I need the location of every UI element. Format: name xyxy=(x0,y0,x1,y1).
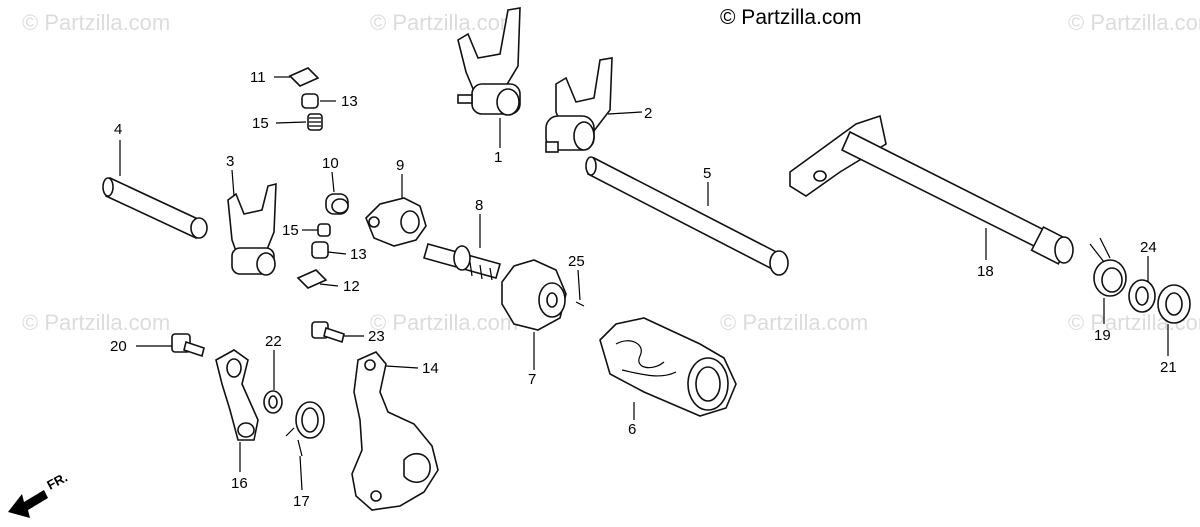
callout-19: 19 xyxy=(1094,327,1111,344)
part-2-shift-fork[interactable] xyxy=(545,57,613,153)
callout-21: 21 xyxy=(1160,359,1177,376)
part-7-shift-drum-cam[interactable] xyxy=(501,259,567,331)
callout-6: 6 xyxy=(628,421,636,438)
callout-13-lower: 13 xyxy=(350,246,367,263)
callout-10: 10 xyxy=(322,155,339,172)
part-9-drum-center[interactable] xyxy=(365,197,427,247)
part-18-gearshift-spindle[interactable] xyxy=(789,114,1074,265)
part-11-stopper-cap[interactable] xyxy=(288,67,320,87)
callout-20: 20 xyxy=(110,338,127,355)
watermark: © Partzilla.com xyxy=(22,310,170,335)
part-14-guide-plate[interactable] xyxy=(351,351,439,511)
callout-11: 11 xyxy=(250,69,266,86)
callout-13-upper: 13 xyxy=(341,93,358,110)
callout-4: 4 xyxy=(114,121,122,138)
part-25-pin[interactable] xyxy=(575,301,585,307)
callout-24: 24 xyxy=(1140,239,1157,256)
callout-7: 7 xyxy=(528,371,536,388)
callout-labels: 1 2 3 4 5 6 7 8 9 10 11 12 13 13 14 15 1… xyxy=(110,69,1177,510)
part-13-collar-lower[interactable] xyxy=(311,241,329,259)
callout-23: 23 xyxy=(368,328,385,345)
callout-15-lower: 15 xyxy=(282,222,299,239)
callout-22: 22 xyxy=(265,333,282,350)
callout-2: 2 xyxy=(644,105,652,122)
front-direction-indicator: FR. xyxy=(8,470,70,518)
callout-12: 12 xyxy=(343,278,360,295)
part-10-cap[interactable] xyxy=(325,193,349,215)
part-13-collar-upper[interactable] xyxy=(301,93,319,109)
part-17-spring[interactable] xyxy=(285,401,325,457)
callout-25: 25 xyxy=(568,253,585,270)
part-16-stopper-arm[interactable] xyxy=(215,349,259,441)
front-label: FR. xyxy=(44,470,70,493)
watermark: © Partzilla.com xyxy=(1068,10,1200,35)
part-3-shift-fork[interactable] xyxy=(227,182,277,276)
part-5-fork-shaft[interactable] xyxy=(585,156,789,276)
part-23-bolt[interactable] xyxy=(311,321,345,344)
watermark: © Partzilla.com xyxy=(370,310,518,335)
part-24-washer[interactable] xyxy=(1128,279,1156,313)
arrow-icon xyxy=(8,490,48,518)
part-12-stopper[interactable] xyxy=(296,269,328,289)
part-15-spring-upper[interactable] xyxy=(307,113,323,131)
callout-17: 17 xyxy=(293,493,310,510)
callout-16: 16 xyxy=(231,475,248,492)
copyright-text: © Partzilla.com xyxy=(720,6,862,29)
watermark: © Partzilla.com xyxy=(720,310,868,335)
callout-8: 8 xyxy=(475,197,483,214)
part-4-rod[interactable] xyxy=(102,176,208,240)
part-20-bolt[interactable] xyxy=(171,333,205,358)
leader-lines xyxy=(119,76,1169,491)
watermark-layer: © Partzilla.com © Partzilla.com © Partzi… xyxy=(22,10,1200,335)
callout-14: 14 xyxy=(422,360,439,377)
callout-3: 3 xyxy=(226,153,234,170)
callout-18: 18 xyxy=(977,263,994,280)
part-8-drum-pin[interactable] xyxy=(423,243,501,281)
part-6-shift-drum[interactable] xyxy=(599,317,737,417)
part-21-washer[interactable] xyxy=(1157,284,1191,324)
callout-5: 5 xyxy=(703,165,711,182)
watermark: © Partzilla.com xyxy=(22,10,170,35)
part-1-shift-fork[interactable] xyxy=(457,7,521,116)
callout-9: 9 xyxy=(396,157,404,174)
callout-1: 1 xyxy=(494,149,502,166)
part-19-return-spring[interactable] xyxy=(1089,237,1127,297)
part-22-washer[interactable] xyxy=(263,390,283,414)
watermark: © Partzilla.com xyxy=(370,10,518,35)
callout-15-upper: 15 xyxy=(252,115,269,132)
part-15-spring-lower[interactable] xyxy=(317,223,331,237)
